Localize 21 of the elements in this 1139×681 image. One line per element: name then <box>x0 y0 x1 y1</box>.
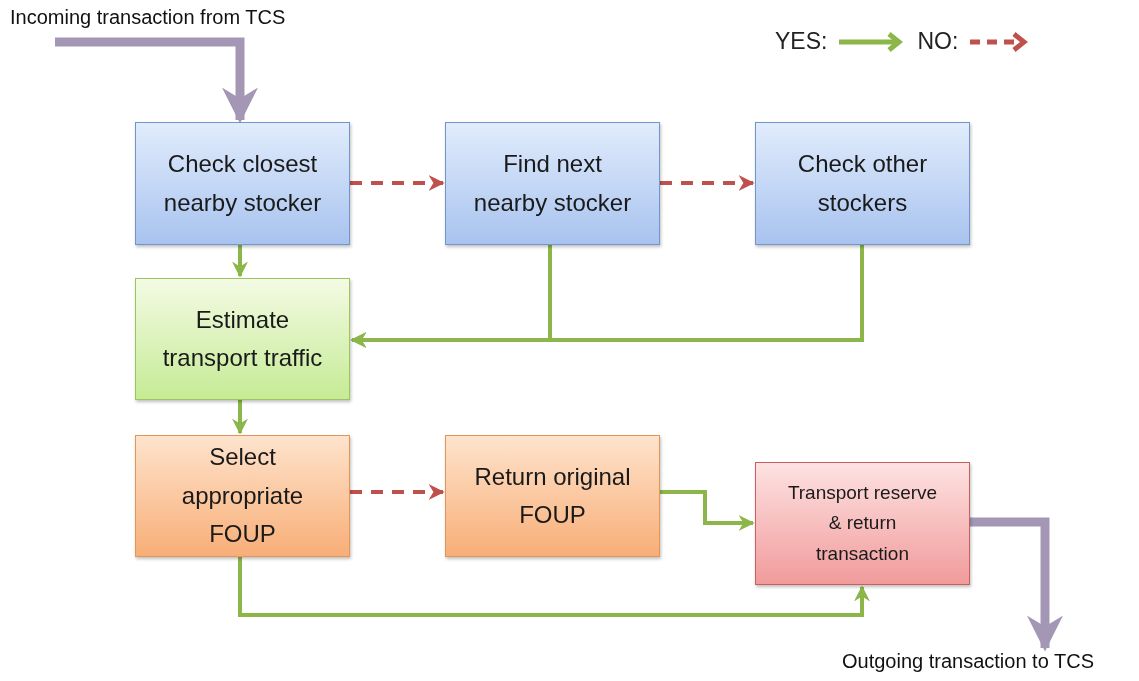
arrow <box>660 175 755 191</box>
arrow <box>350 484 445 500</box>
process-box: Transport reserve & return transaction <box>755 462 970 585</box>
arrow <box>350 245 864 348</box>
io-label: Incoming transaction from TCS <box>10 6 328 42</box>
arrow <box>232 245 248 278</box>
arrow <box>232 400 248 435</box>
legend-label: NO: <box>917 28 959 55</box>
process-box: Find next nearby stocker <box>445 122 660 245</box>
process-box: Check other stockers <box>755 122 970 245</box>
double-arrow <box>55 37 258 124</box>
legend-label: YES: <box>775 28 828 55</box>
process-box: Estimate transport traffic <box>135 278 350 400</box>
process-box: Check closest nearby stocker <box>135 122 350 245</box>
arrow <box>238 557 870 617</box>
arrow <box>660 490 755 531</box>
io-label: Outgoing transaction to TCS <box>842 650 1134 678</box>
process-box: Select appropriate FOUP <box>135 435 350 557</box>
process-box: Return original FOUP <box>445 435 660 557</box>
arrow <box>350 175 445 191</box>
double-arrow <box>970 517 1063 652</box>
